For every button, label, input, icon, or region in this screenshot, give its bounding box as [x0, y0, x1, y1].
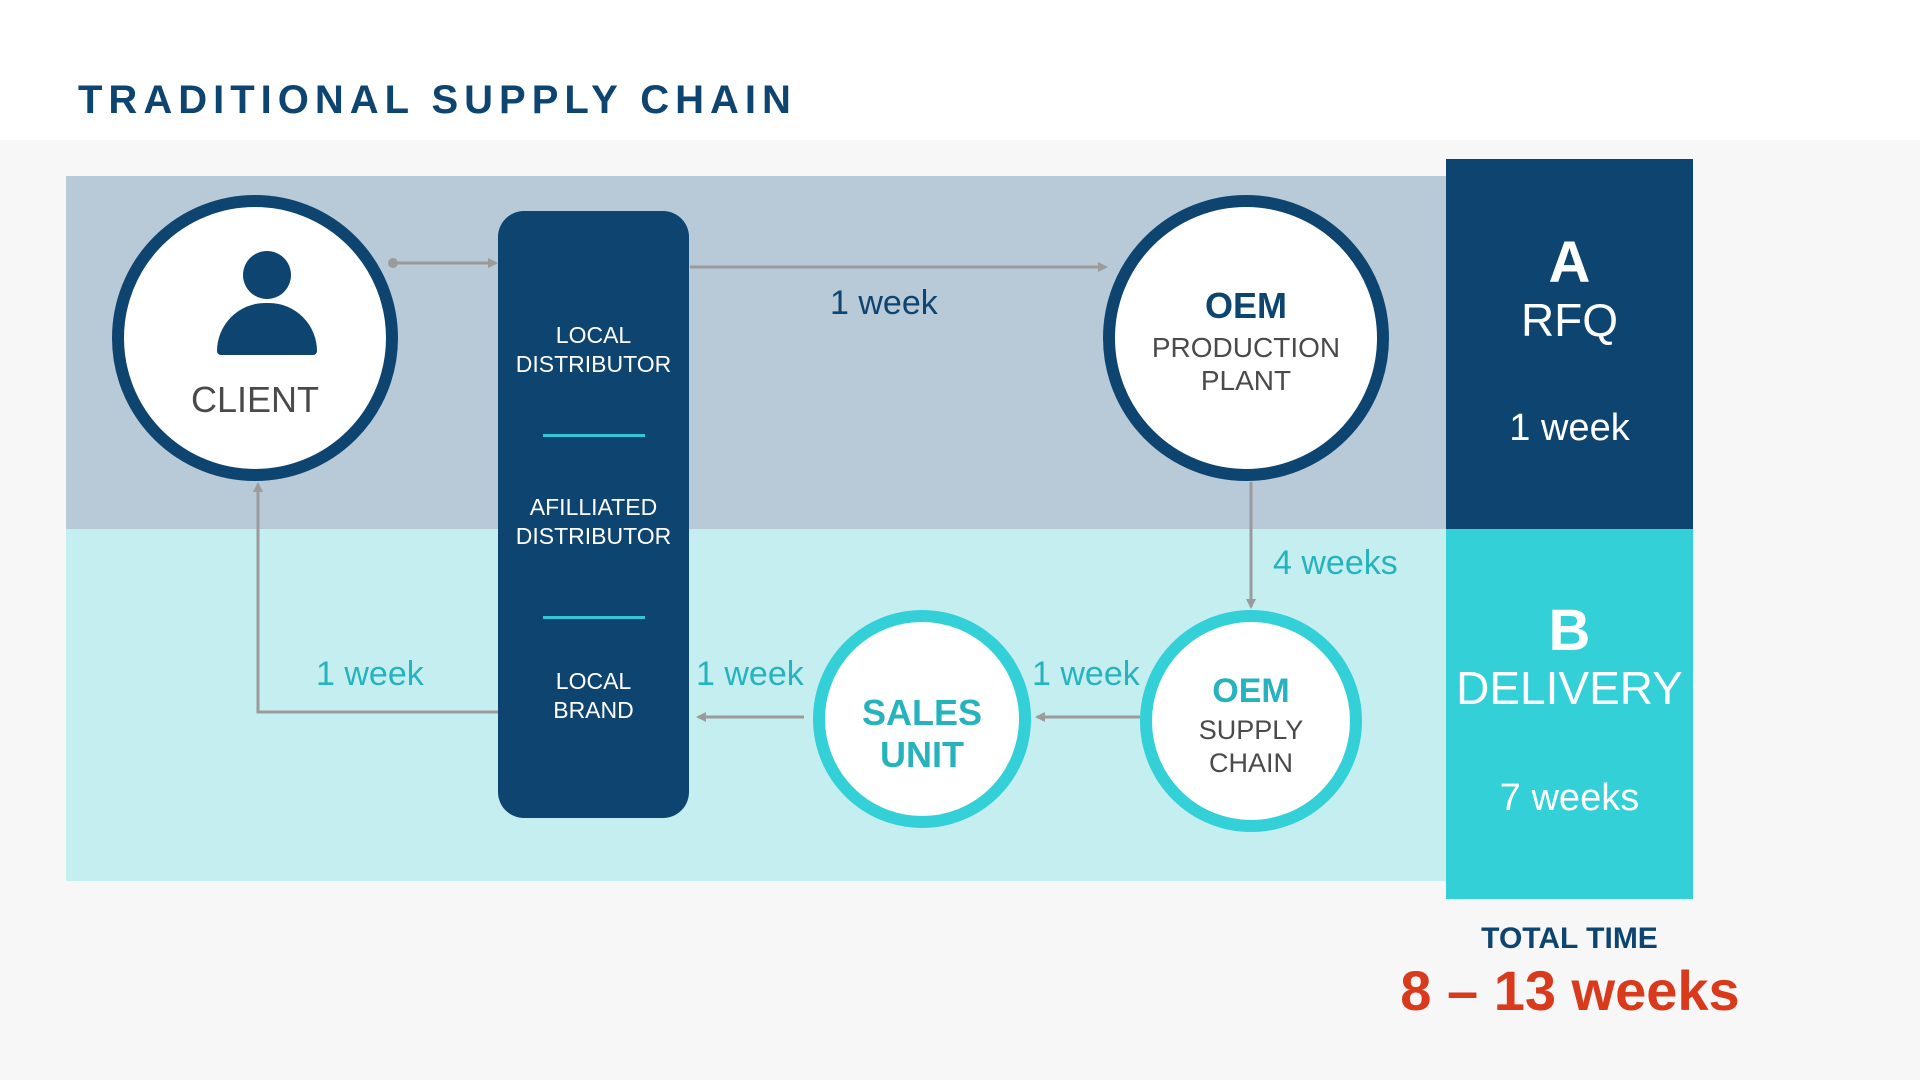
total-time-value: 8 – 13 weeks [1400, 959, 1740, 1022]
header-band [0, 0, 1920, 140]
client-label: CLIENT [190, 379, 320, 420]
duration-brand-to-client: 1 week [316, 655, 424, 693]
phase-b-duration: 7 weeks [1499, 777, 1640, 819]
oem-supply-title: OEM [1212, 672, 1290, 710]
local-brand-label: LOCAL BRAND [553, 668, 634, 723]
phase-a-panel: A RFQ 1 week [1446, 159, 1693, 529]
oem-production-desc: PRODUCTION PLANT [1151, 332, 1341, 396]
page-title: TRADITIONAL SUPPLY CHAIN [78, 78, 797, 122]
person-icon [217, 251, 317, 355]
arrow-brand-to-client [253, 482, 498, 714]
sales-unit-node: SALES UNIT [813, 610, 1031, 828]
phase-a-letter: A [1548, 230, 1591, 295]
distributor-stack: LOCAL DISTRIBUTOR AFILLIATED DISTRIBUTOR… [498, 211, 689, 818]
phase-b-panel: B DELIVERY 7 weeks [1446, 529, 1693, 899]
oem-production-node: OEM PRODUCTION PLANT [1103, 195, 1389, 481]
affiliated-distributor-label: AFILLIATED DISTRIBUTOR [515, 494, 672, 549]
phase-a-duration: 1 week [1509, 407, 1630, 449]
oem-production-title: OEM [1204, 285, 1287, 326]
oem-supply-node: OEM SUPPLY CHAIN [1140, 610, 1362, 832]
phase-a-name: RFQ [1520, 294, 1619, 346]
duration-supply-to-sales: 1 week [1032, 655, 1140, 693]
divider [543, 434, 645, 437]
duration-to-oem-production: 1 week [830, 284, 938, 322]
phase-b-letter: B [1548, 598, 1591, 663]
local-distributor-label: LOCAL DISTRIBUTOR [515, 322, 672, 377]
divider [543, 616, 645, 619]
total-time-label: TOTAL TIME [1481, 922, 1658, 955]
phase-b-name: DELIVERY [1456, 662, 1683, 714]
oem-supply-desc: SUPPLY CHAIN [1198, 715, 1304, 778]
client-node: CLIENT [112, 195, 398, 481]
sales-unit-label: SALES UNIT [861, 692, 983, 775]
duration-production-to-supply: 4 weeks [1273, 544, 1398, 582]
duration-sales-to-brand: 1 week [696, 655, 804, 693]
